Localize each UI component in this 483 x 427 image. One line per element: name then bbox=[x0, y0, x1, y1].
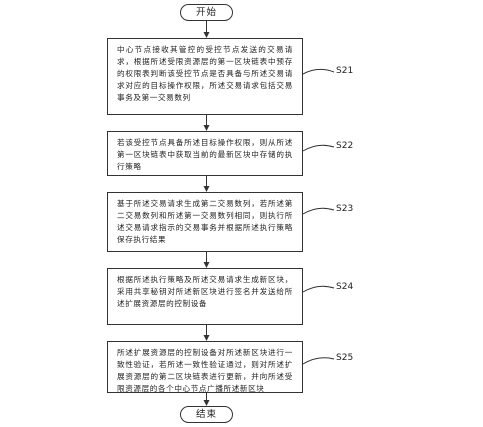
process-box-s22: 若该受控节点具备所述目标操作权限，则从所述第一区块链表中获取当前的最新区块中存储… bbox=[107, 131, 303, 176]
step-label-s22: S22 bbox=[336, 141, 354, 151]
start-terminal: 开始 bbox=[180, 4, 233, 21]
step-label-s25: S25 bbox=[336, 353, 354, 363]
process-box-s24: 根据所述执行策略及所述交易请求生成新区块，采用共享秘钥对所述新区块进行签名并发送… bbox=[107, 268, 303, 325]
process-box-s25: 所述扩展资源层的控制设备对所述新区块进行一致性验证，若所述一致性验证通过，则对所… bbox=[107, 341, 303, 393]
leader-line-s23 bbox=[302, 207, 335, 215]
step-label-s23: S23 bbox=[336, 204, 354, 214]
leader-line-s25 bbox=[302, 357, 335, 365]
step-label-s24: S24 bbox=[336, 282, 354, 292]
process-box-s21: 中心节点接收其管控的受控节点发送的交易请求，根据所述受限资源层的第一区块链表中预… bbox=[107, 38, 303, 115]
leader-line-s22 bbox=[302, 144, 335, 152]
process-box-s23: 基于所述交易请求生成第二交易数列，若所述第二交易数列和所述第一交易数列相同，则执… bbox=[107, 192, 303, 252]
leader-line-s21 bbox=[302, 68, 335, 75]
leader-line-s24 bbox=[302, 285, 335, 293]
end-terminal: 结束 bbox=[180, 406, 233, 423]
step-label-s21: S21 bbox=[336, 66, 354, 76]
